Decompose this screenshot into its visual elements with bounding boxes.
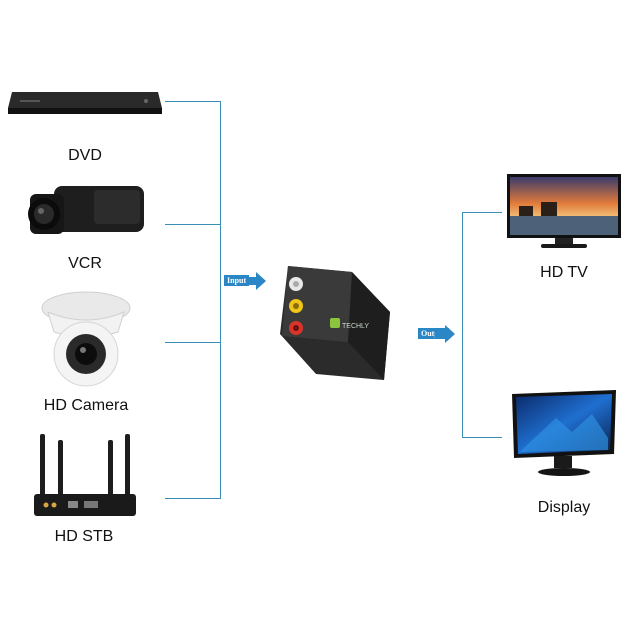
converter-box-icon: TECHLY: [280, 266, 390, 380]
right-bus-line: [462, 212, 463, 438]
source-label-dvd: DVD: [68, 147, 102, 164]
converter-brand-text: TECHLY: [342, 323, 369, 330]
input-arrow-label: Input: [224, 275, 250, 286]
camcorder-icon: [28, 186, 144, 234]
source-label-vcr: VCR: [68, 255, 102, 272]
left-bus-line: [220, 101, 221, 499]
output-arrow-label: Output: [418, 328, 449, 339]
tv-icon: [507, 174, 621, 248]
dvd-player-icon: [8, 92, 162, 114]
connector-stb: [165, 498, 221, 499]
source-label-hd-stb: HD STB: [54, 528, 114, 545]
dome-camera-icon: [41, 291, 131, 387]
connector-display: [462, 437, 502, 438]
monitor-icon: [512, 390, 616, 476]
set-top-box-icon: [34, 434, 136, 516]
source-label-hd-camera: HD Camera: [43, 397, 129, 414]
connector-hdtv: [462, 212, 502, 213]
connector-vcr: [165, 224, 221, 225]
input-arrow-icon: [246, 272, 266, 290]
output-label-display: Display: [537, 499, 591, 516]
connector-dvd: [165, 101, 221, 102]
output-label-hd-tv: HD TV: [540, 264, 588, 281]
connector-camera: [165, 342, 221, 343]
output-arrow-icon: [435, 325, 455, 343]
